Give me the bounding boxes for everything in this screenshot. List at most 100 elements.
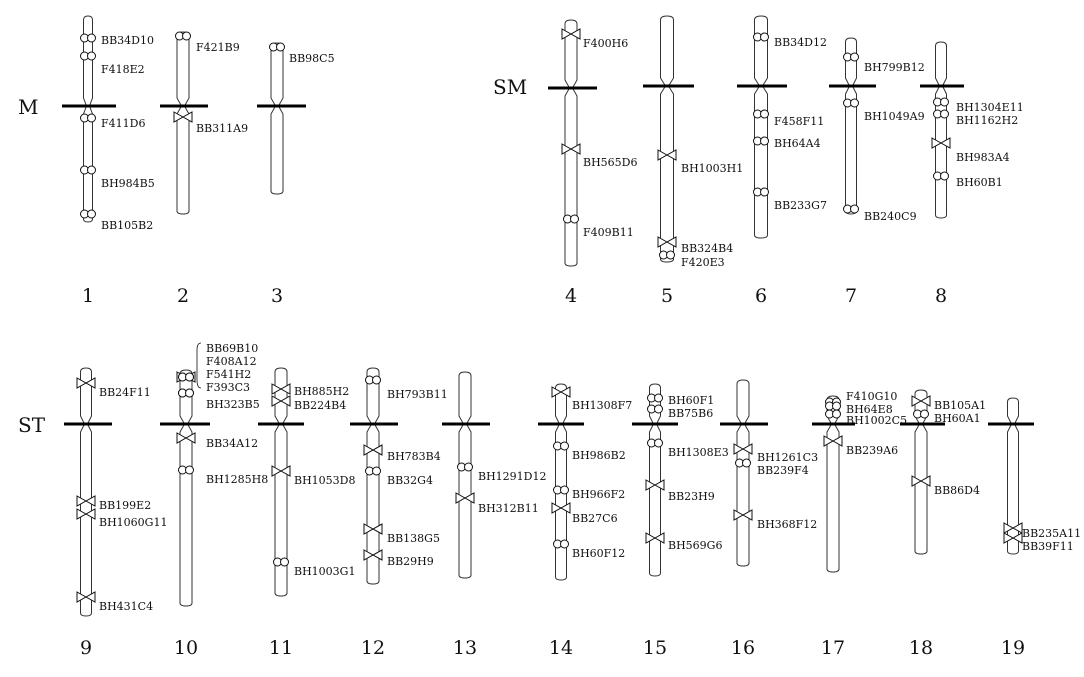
chromosome-6-marker-2-circle-right [760, 109, 769, 119]
chromosome-6-marker-1-label: BB34D12 [774, 36, 827, 49]
chromosome-9-body [80, 367, 92, 617]
chromosome-10-marker-6-label: BB34A12 [206, 437, 258, 450]
chromosome-15-body [649, 383, 661, 577]
chromosome-12-marker-5-label: BB29H9 [387, 555, 434, 568]
chromosome-3-number: 3 [271, 285, 283, 307]
chromosome-8-marker-1-circle-right [940, 97, 949, 107]
chromosome-15-marker-5-label: BH569G6 [668, 539, 722, 552]
chromosome-17-body [826, 395, 840, 573]
chromosome-18-body [914, 389, 928, 555]
chromosome-6-marker-1-circle-right [760, 32, 769, 42]
chromosome-7-marker-1-label: BH799B12 [864, 61, 925, 74]
chromosome-4-marker-3-circle-right [570, 214, 579, 224]
chromosome-16-marker-1-label: BH1261C3 [757, 451, 818, 464]
chromosome-13-number: 13 [453, 637, 477, 659]
chromosome-7-marker-1-circle-right [850, 52, 859, 62]
chromosome-3-marker-1-circle-right [276, 42, 285, 52]
chromosome-15-marker-5-bowtie [645, 532, 665, 544]
chromosome-14-marker-3-circle-right [560, 485, 569, 495]
chromosome-17-marker-2-circle-right [832, 401, 841, 411]
chromosome-14-marker-4-label: BB27C6 [572, 512, 618, 525]
chromosome-4-number: 4 [565, 285, 577, 307]
chromosome-11-body [274, 367, 288, 597]
chromosome-12-marker-2-label: BH783B4 [387, 450, 441, 463]
chromosome-7-marker-2-label: BH1049A9 [864, 110, 925, 123]
chromosome-12-marker-3-label: BB32G4 [387, 474, 433, 487]
chromosome-10-label-bracket [196, 342, 202, 389]
chromosome-14-marker-5-circle-right [560, 539, 569, 549]
chromosome-10-marker-1-label: BB69B10 [206, 342, 258, 355]
chromosome-17-marker-4-label: BB239A6 [846, 444, 898, 457]
chromosome-10-marker-7-label: BH1285H8 [206, 473, 268, 486]
chromosome-4-body [564, 19, 578, 267]
chromosome-11-marker-1-label: BH885H2 [294, 385, 349, 398]
group-label-m: M [18, 95, 38, 119]
chromosome-14-marker-2-circle-right [560, 441, 569, 451]
chromosome-4-marker-1-bowtie [561, 28, 581, 40]
chromosome-10-marker-2-label: F408A12 [206, 355, 257, 368]
chromosome-6-number: 6 [755, 285, 767, 307]
chromosome-16-number: 16 [731, 637, 755, 659]
chromosome-6-marker-4-circle-right [760, 187, 769, 197]
chromosome-12-marker-4-bowtie [363, 523, 383, 535]
chromosome-14-marker-3-label: BH966F2 [572, 488, 625, 501]
chromosome-6-marker-4-label: BB233G7 [774, 199, 827, 212]
chromosome-10-marker-7-circle-right [185, 465, 194, 475]
group-label-st: ST [18, 413, 46, 437]
chromosome-16-marker-2-circle-right [742, 458, 751, 468]
chromosome-16-marker-3-bowtie [733, 509, 753, 521]
chromosome-11-marker-2-bowtie [271, 395, 291, 407]
chromosome-18-marker-3-label: BB86D4 [934, 484, 980, 497]
chromosome-19-marker-2-label: BB39F11 [1022, 540, 1074, 553]
chromosome-2-number: 2 [177, 285, 189, 307]
chromosome-14-marker-5-label: BH60F12 [572, 547, 625, 560]
chromosome-16-marker-1-bowtie [733, 443, 753, 455]
chromosome-14-marker-2-label: BH986B2 [572, 449, 626, 462]
chromosome-13-marker-2-bowtie [455, 492, 475, 504]
chromosome-19-marker-1-label: BB235A11 [1022, 527, 1081, 540]
chromosome-17-number: 17 [821, 637, 845, 659]
chromosome-9-marker-1-bowtie [76, 377, 96, 389]
chromosome-9-marker-4-label: BH431C4 [99, 600, 153, 613]
chromosome-6-marker-3-circle-right [760, 136, 769, 146]
chromosome-14-number: 14 [549, 637, 573, 659]
chromosome-4-marker-3-label: F409B11 [583, 226, 634, 239]
chromosome-12-number: 12 [361, 637, 385, 659]
chromosome-11-marker-1-bowtie [271, 383, 291, 395]
chromosome-15-marker-3-label: BH1308E3 [668, 446, 729, 459]
chromosome-1-marker-5-circle-right [87, 209, 96, 219]
chromosome-11-marker-3-label: BH1053D8 [294, 474, 356, 487]
chromosome-5-number: 5 [661, 285, 673, 307]
chromosome-6-marker-3-label: BH64A4 [774, 137, 821, 150]
chromosome-18-marker-3-bowtie [911, 475, 931, 487]
chromosome-18-marker-1-label: BB105A1 [934, 399, 986, 412]
chromosome-1-marker-4-label: BH984B5 [101, 177, 155, 190]
chromosome-12-marker-1-label: BH793B11 [387, 388, 448, 401]
chromosome-3-marker-1-label: BB98C5 [289, 52, 335, 65]
chromosome-10-marker-6-bowtie [176, 432, 196, 444]
chromosome-19-marker-2-bowtie [1003, 532, 1023, 544]
chromosome-12-marker-2-bowtie [363, 444, 383, 456]
group-label-sm: SM [493, 75, 527, 99]
chromosome-2-marker-1-label: F421B9 [196, 41, 240, 54]
chromosome-7-marker-3-label: BB240C9 [864, 210, 917, 223]
chromosome-10-marker-3-circle-right [185, 372, 194, 382]
chromosome-2-marker-1-circle-right [182, 31, 191, 41]
chromosome-4-marker-2-bowtie [561, 143, 581, 155]
chromosome-8-marker-1-label: BH1304E11 [956, 101, 1024, 114]
chromosome-16-marker-2-label: BB239F4 [757, 464, 809, 477]
chromosome-5-marker-3-circle-right [666, 250, 675, 260]
chromosome-10-body [179, 369, 193, 607]
chromosome-14-body [555, 383, 567, 581]
chromosome-18-marker-2-label: BH60A1 [934, 412, 981, 425]
chromosome-16-marker-3-label: BH368F12 [757, 518, 817, 531]
chromosome-11-marker-4-label: BH1003G1 [294, 565, 355, 578]
chromosome-10-marker-5-circle-right [185, 388, 194, 398]
chromosome-13-marker-1-label: BH1291D12 [478, 470, 547, 483]
chromosome-11-number: 11 [269, 637, 293, 659]
chromosome-5-marker-3-label: F420E3 [681, 256, 725, 269]
chromosome-16-body [736, 379, 750, 567]
chromosome-10-number: 10 [174, 637, 198, 659]
chromosome-8-marker-3-bowtie [931, 137, 951, 149]
chromosome-14-marker-1-bowtie [551, 386, 571, 398]
